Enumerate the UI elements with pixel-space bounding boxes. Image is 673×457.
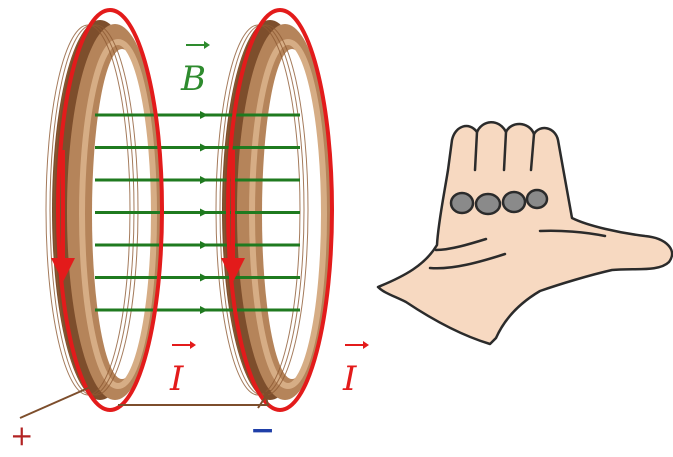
coil-leads [19, 381, 271, 419]
current-loop-left [51, 8, 164, 412]
field-line-arrowhead [200, 273, 208, 282]
field-line-arrowhead [200, 143, 208, 152]
field-line-arrowhead [200, 176, 208, 184]
current-vector-label-right: I [342, 341, 369, 399]
b-label: B [180, 59, 206, 99]
current-label-right: I [342, 359, 357, 399]
plus-terminal-label: + [10, 419, 33, 452]
field-line-arrowhead [200, 208, 208, 217]
current-label-left: I [169, 359, 184, 399]
b-vector-label: B [180, 41, 210, 99]
field-line-arrowhead [200, 306, 208, 314]
minus-terminal-label: − [250, 413, 275, 448]
current-vector-label-left: I [169, 341, 196, 399]
field-line-arrowhead [200, 241, 208, 249]
right-hand-grip-icon [376, 121, 673, 346]
field-lines [95, 111, 300, 314]
current-loop-right [221, 8, 334, 412]
field-line-arrowhead [200, 111, 208, 119]
